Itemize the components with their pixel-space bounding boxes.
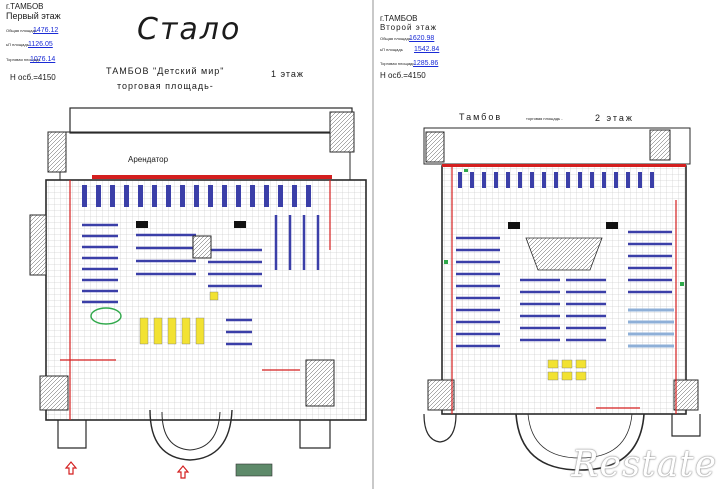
area-value-total: 1620.98 <box>409 35 435 42</box>
area-label-retail: Торговая площадь <box>6 57 41 62</box>
right-tower <box>299 420 331 449</box>
floor-label: Первый этаж <box>6 11 61 21</box>
top-shelf-row <box>82 185 311 207</box>
area-value-total: 1476.12 <box>33 27 59 34</box>
cashier-blocks <box>508 222 618 229</box>
floor-tag: 2 этаж <box>595 113 634 123</box>
central-stair <box>525 237 603 271</box>
second-floor-plan <box>423 127 701 471</box>
sheet-divider <box>372 0 374 489</box>
city-label: г.ТАМБОВ <box>6 2 44 11</box>
stair-blocks <box>425 129 699 411</box>
light-blue-racks <box>628 308 674 348</box>
entrance-bay <box>149 409 233 461</box>
floor-label: Второй этаж <box>380 23 437 32</box>
upper-annex-wall <box>69 107 353 134</box>
entrance-arrows <box>64 461 190 479</box>
red-partitions <box>60 180 331 420</box>
left-tower <box>423 413 457 443</box>
store-title: ТАМБОВ "Детский мир" <box>106 66 225 76</box>
area-label-useful: ьП площадь <box>6 42 29 47</box>
tenant-label: Арендатор <box>128 155 169 164</box>
tenant-area <box>59 131 351 181</box>
restate-watermark: Restate <box>571 444 717 485</box>
red-partitions <box>451 166 677 414</box>
plan-subtitle: торговая площадь - <box>526 116 563 121</box>
yellow-counters <box>139 291 219 345</box>
city-label: г.ТАМБОВ <box>380 14 418 23</box>
aisle-racks <box>456 230 672 348</box>
top-shelf-row <box>458 172 654 188</box>
area-value-retail: 1076.14 <box>30 56 56 63</box>
central-stair <box>192 235 212 259</box>
area-label-total: Общая площадь <box>380 36 411 41</box>
stair-block-left <box>29 131 69 411</box>
height-label: H осб.=4150 <box>10 73 56 82</box>
plan-subtitle: торговая площадь- <box>117 81 214 91</box>
area-label-total: Общая площадь <box>6 28 37 33</box>
yellow-counters <box>547 359 587 381</box>
cashier-blocks <box>136 221 246 228</box>
right-racks <box>208 215 320 346</box>
first-floor-plan <box>29 107 367 479</box>
area-label-useful: ьП площадь <box>380 47 403 52</box>
stair-block-right <box>305 111 355 407</box>
green-markers <box>444 169 684 286</box>
store-title: Тамбов <box>459 112 503 122</box>
location-photo <box>235 463 273 477</box>
rotunda <box>515 413 645 471</box>
height-label: H осб.=4150 <box>380 71 426 80</box>
drawing-title: Стало <box>137 12 242 47</box>
area-value-useful: 1542.84 <box>414 46 440 53</box>
area-value-retail: 1285.86 <box>413 60 439 67</box>
area-label-retail: Торговая площадь <box>380 61 415 66</box>
area-value-useful: 1126.05 <box>28 41 53 48</box>
floor-tag: 1 этаж <box>271 69 304 79</box>
left-racks <box>82 223 196 304</box>
right-tower <box>671 414 701 437</box>
promo-zone <box>90 307 122 325</box>
left-tower <box>57 420 87 449</box>
